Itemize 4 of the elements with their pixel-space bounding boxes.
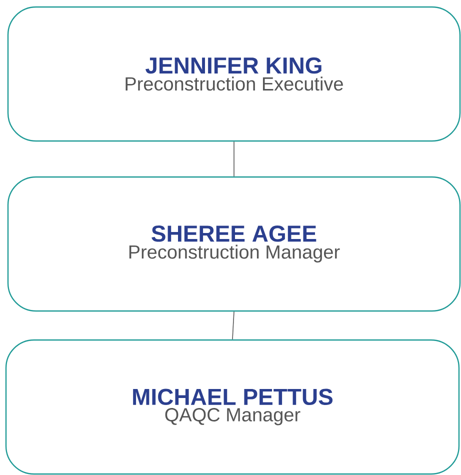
connector-line bbox=[232, 311, 234, 340]
person-box: MICHAEL PETTUS QAQC Manager bbox=[5, 339, 460, 475]
person-box: SHEREE AGEE Preconstruction Manager bbox=[7, 176, 461, 312]
person-box: JENNIFER KING Preconstruction Executive bbox=[7, 6, 461, 142]
